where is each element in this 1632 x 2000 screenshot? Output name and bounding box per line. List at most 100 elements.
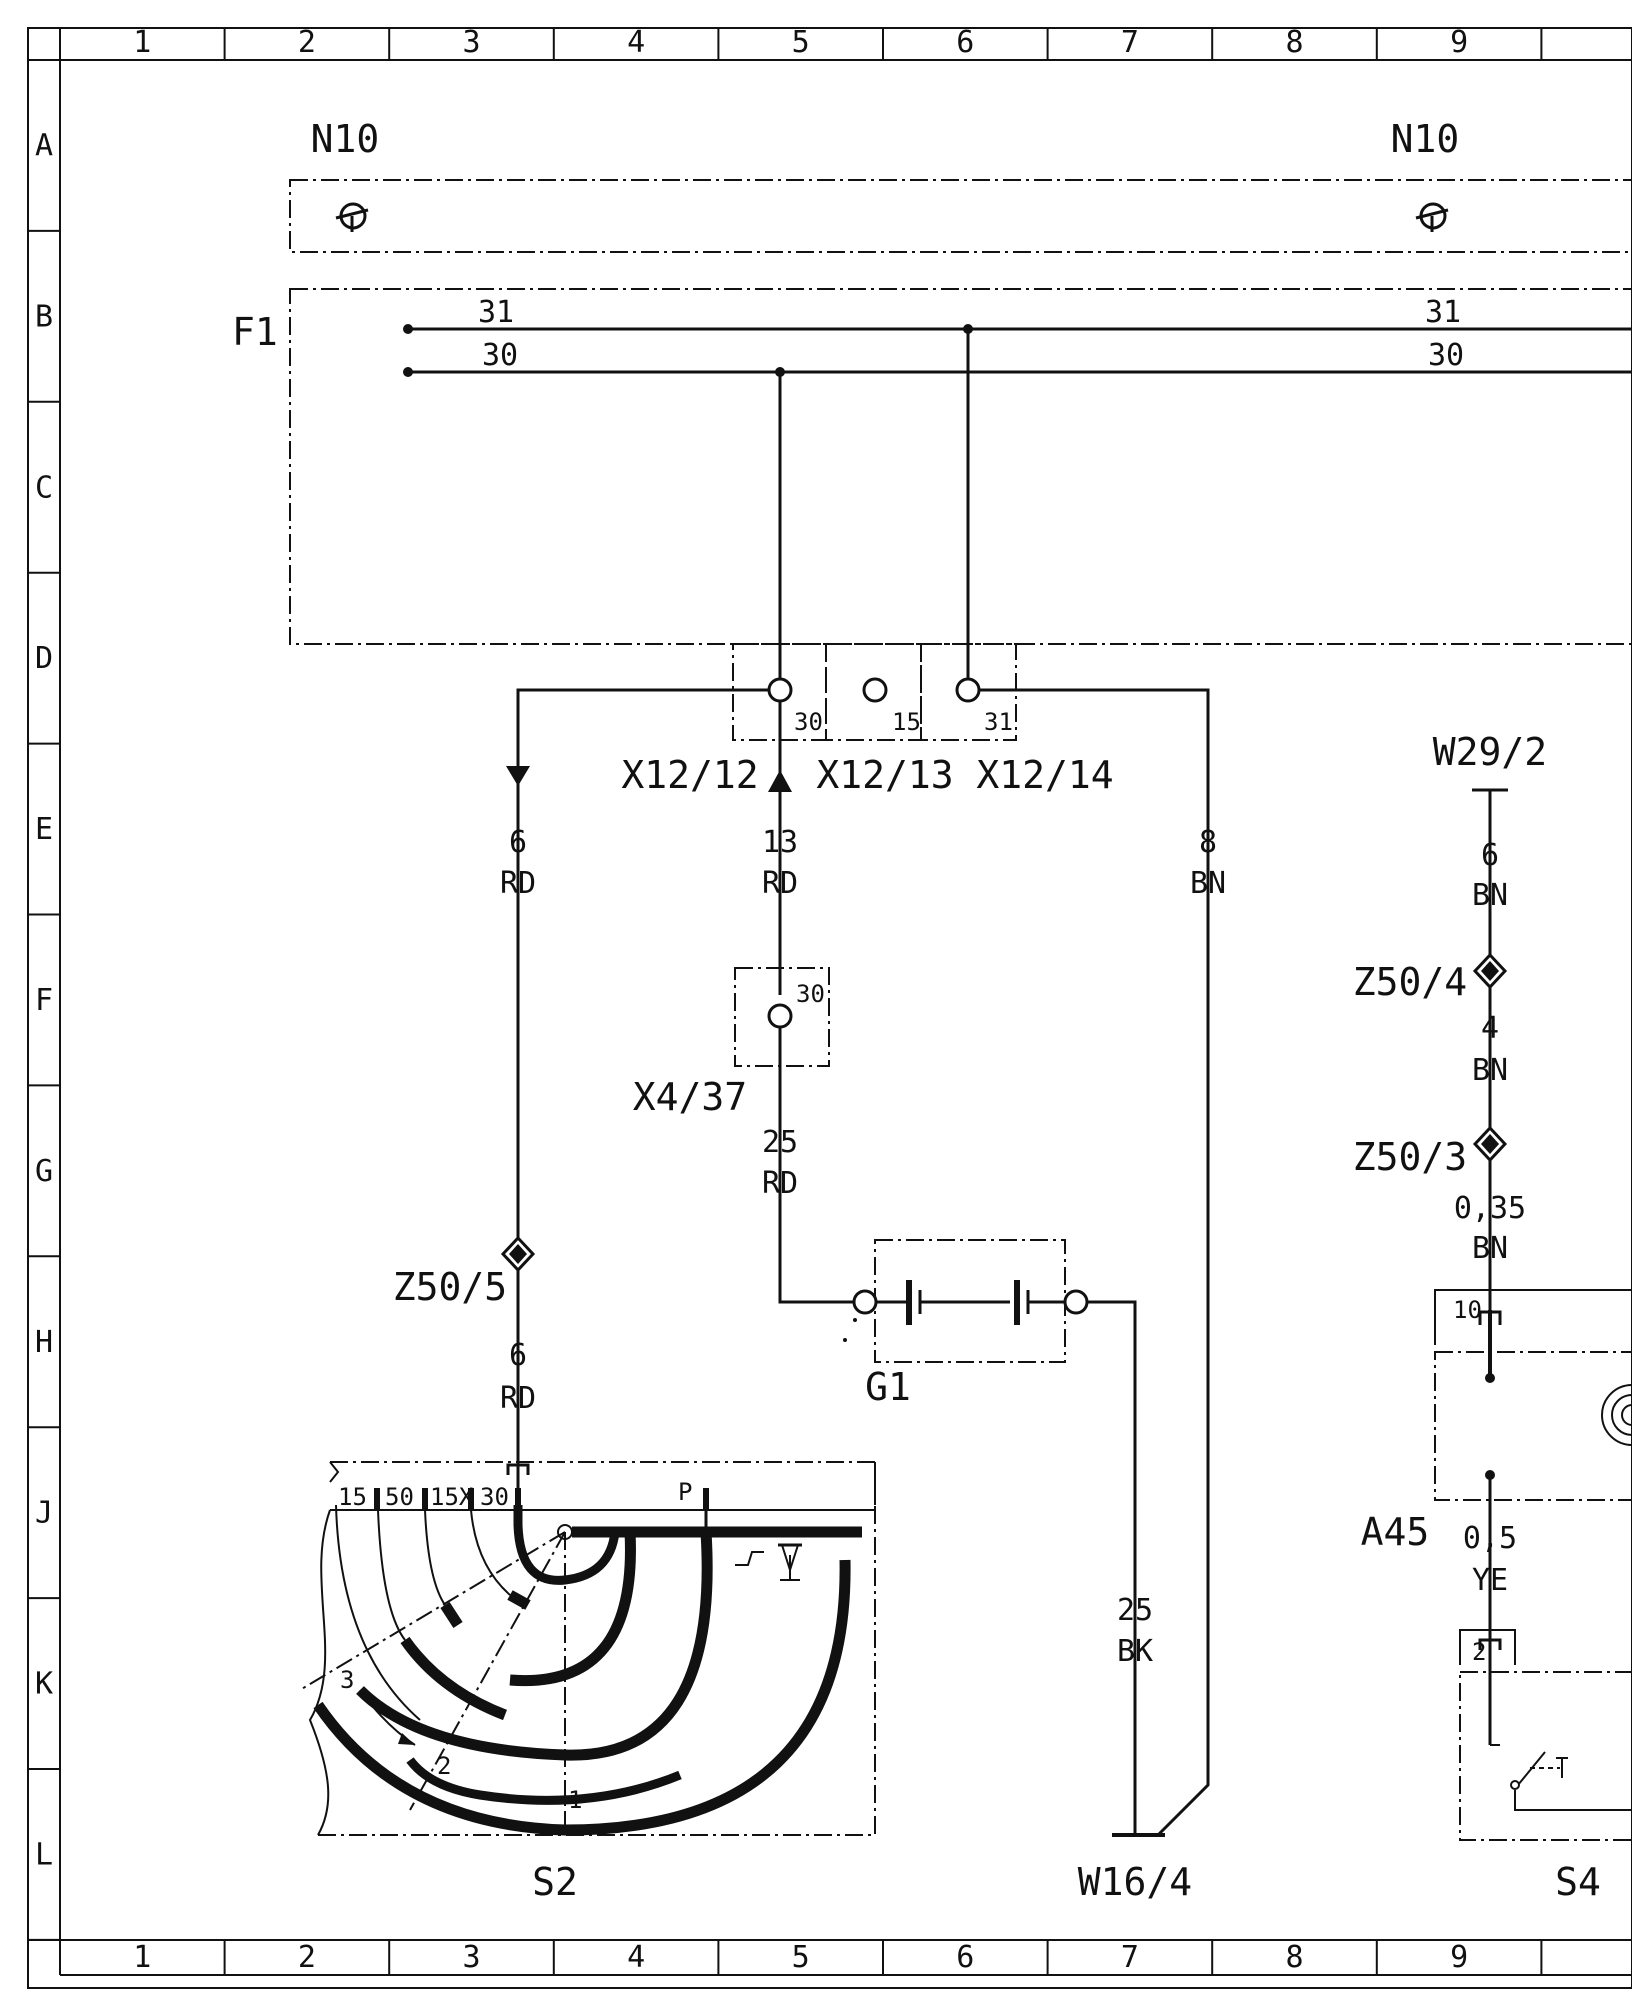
bus-31-right-label: 31 [1425,295,1461,330]
w7-color: BN [1472,878,1508,913]
grid-row-label: J [35,1496,53,1531]
w3-size: 8 [1199,825,1217,860]
bus-30-right-label: 30 [1428,338,1464,373]
grid-column-label: 2 [298,25,316,60]
n10-housing [289,179,1632,253]
grid-column-label: 1 [133,25,151,60]
grid-row-label: F [35,983,53,1018]
w1-color: RD [500,866,536,901]
g1-label: G1 [865,1365,911,1409]
a45-module: 10 [1434,1289,1632,1501]
x4-37-housing [734,967,830,1067]
w4-size: 25 [762,1125,798,1160]
x12-14-label: X12/14 [976,753,1113,797]
s2-terminal-15: 15 [338,1483,367,1511]
grid-column-label: 7 [1121,1940,1139,1975]
x12-12-label: X12/12 [621,753,758,797]
w5-size: 6 [509,1338,527,1373]
grid-row-label: L [35,1837,53,1872]
z50-3-label: Z50/3 [1353,1135,1467,1179]
grid-column-label: 5 [792,1940,810,1975]
grid-column-label: 5 [792,25,810,60]
s2-label: S2 [532,1860,578,1904]
x4-37-label: X4/37 [633,1075,747,1119]
g1-battery [852,1239,1089,1363]
grid-row-label: A [35,128,53,163]
grid-row-label: E [35,812,53,847]
column-ticks: 1 1 2 2 3 3 4 4 5 5 6 6 7 7 8 8 9 9 [59,25,1543,1975]
x12-13-pin: 15 [892,708,921,736]
grid-column-label: 1 [133,1940,151,1975]
grid-row-label: H [35,1325,53,1360]
grid-column-label: 4 [627,1940,645,1975]
w8-color: BN [1472,1053,1508,1088]
s2-terminal-50: 50 [385,1483,414,1511]
w6-size: 25 [1117,1593,1153,1628]
grid-column-label: 2 [298,1940,316,1975]
w3-color: BN [1190,866,1226,901]
s2-position-3: 3 [340,1666,354,1694]
s2-position-2: 2 [437,1752,451,1780]
s2-terminal-15x: 15X [430,1483,474,1511]
z50-5-splice [500,1235,536,1273]
bus-30-left-label: 30 [482,338,518,373]
grid-column-label: 3 [462,1940,480,1975]
s2-terminal-30: 30 [480,1483,509,1511]
s2-ignition-switch: 15 50 15X 30 P 3 2 1 [299,1460,876,1836]
w6-color: BK [1117,1634,1153,1669]
w2-color: RD [762,866,798,901]
w10-size: 0,5 [1463,1521,1517,1556]
w4-color: RD [762,1166,798,1201]
grid-row-label: K [35,1667,53,1702]
x12-12-pin: 30 [794,708,823,736]
x12-13-label: X12/13 [816,753,953,797]
grid-column-label: 6 [956,25,974,60]
row-ticks: A B C D E F G H J K L [28,59,60,1941]
grid-column-label: 6 [956,1940,974,1975]
s2-terminal-p: P [678,1478,692,1506]
w9-size: 0,35 [1454,1191,1526,1226]
w10-color: YE [1472,1563,1508,1598]
grid-column-label: 9 [1450,25,1468,60]
x12-connectors: 30 15 31 [732,643,1017,741]
z50-3-splice [1472,1125,1508,1163]
w2-size: 13 [762,825,798,860]
frame-grid [27,27,1632,1989]
n10-left-label: N10 [311,117,380,161]
n10-right-label: N10 [1391,117,1460,161]
s4-switch: 2 [1459,1629,1632,1841]
a45-label: A45 [1361,1510,1430,1554]
z50-4-label: Z50/4 [1353,960,1467,1004]
ground-symbol-right [1415,202,1449,232]
s4-pin: 2 [1472,1638,1486,1666]
w1-size: 6 [509,825,527,860]
f1-label: F1 [232,310,278,354]
grid-column-label: 8 [1285,1940,1303,1975]
grid-column-label: 8 [1285,25,1303,60]
w7-size: 6 [1481,838,1499,873]
w5-color: RD [500,1381,536,1416]
w9-color: BN [1472,1231,1508,1266]
s4-label: S4 [1555,1860,1601,1904]
grid-row-label: D [35,641,53,676]
a45-pin: 10 [1453,1296,1482,1324]
x4-37-pin: 30 [796,980,825,1008]
grid-row-label: G [35,1154,53,1189]
grid-column-label: 7 [1121,25,1139,60]
w8-size: 4 [1481,1011,1499,1046]
x12-14-pin: 31 [984,708,1013,736]
w16-4-label: W16/4 [1078,1860,1192,1904]
s2-position-1: 1 [568,1786,582,1814]
z50-4-splice [1472,952,1508,990]
grid-row-label: C [35,470,53,505]
z50-5-label: Z50/5 [393,1265,507,1309]
bus-31-left-label: 31 [478,295,514,330]
ground-symbol-left [335,202,369,232]
w29-2-label: W29/2 [1433,730,1547,774]
grid-column-label: 3 [462,25,480,60]
grid-column-label: 9 [1450,1940,1468,1975]
arrow-down [506,766,530,786]
grid-row-label: B [35,299,53,334]
arrow-up [768,770,792,792]
